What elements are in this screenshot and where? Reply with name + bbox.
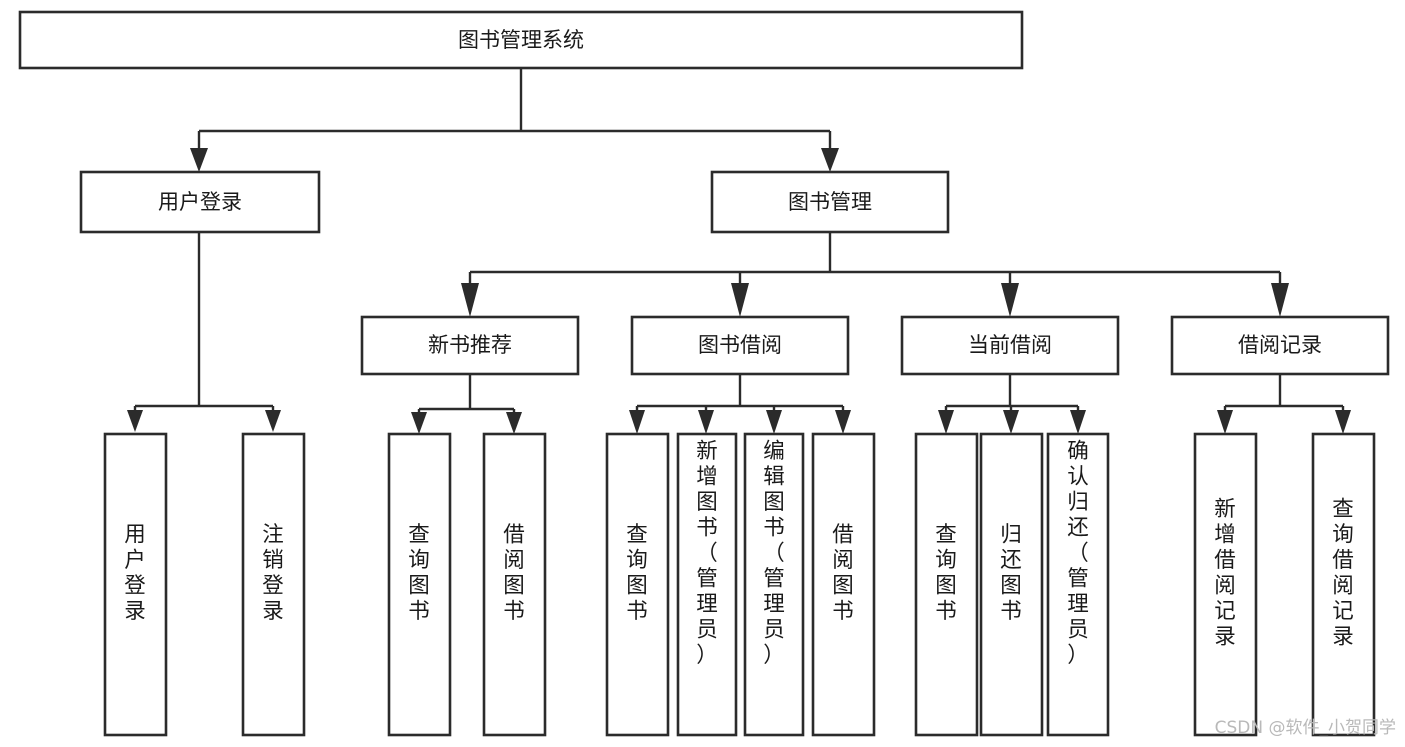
arrow-head-leaf-add-record: [1217, 410, 1233, 434]
node-leaf-logout[interactable]: 注销登录: [241, 432, 306, 737]
node-book-manage-label: 图书管理: [788, 190, 872, 214]
node-leaf-borrow-book-2[interactable]: 借阅图书: [811, 432, 876, 737]
node-leaf-query-book-2-box[interactable]: [605, 432, 670, 737]
node-leaf-user-login-label: 用户登录: [124, 523, 146, 625]
arrow-head-book-manage: [821, 148, 839, 172]
arrow-head-leaf-borrow-book-2: [835, 410, 851, 434]
node-leaf-query-book-1[interactable]: 查询图书: [387, 432, 452, 737]
node-leaf-confirm-return-label: 确认归还（管理员）: [1067, 439, 1089, 668]
node-leaf-confirm-return-box[interactable]: [1046, 432, 1110, 737]
arrow-head-leaf-query-record: [1335, 410, 1351, 434]
node-leaf-query-record-label: 查询借阅记录: [1332, 497, 1354, 650]
node-borrow-record-box[interactable]: [1170, 315, 1390, 376]
node-leaf-query-book-3[interactable]: 查询图书: [914, 432, 979, 737]
node-current-borrow-box[interactable]: [900, 315, 1120, 376]
node-leaf-edit-book-label: 编辑图书（管理员）: [763, 439, 785, 668]
node-leaf-add-book-box[interactable]: [676, 432, 738, 737]
node-leaf-query-book-3-box[interactable]: [914, 432, 979, 737]
node-leaf-add-record-label: 新增借阅记录: [1214, 497, 1236, 650]
node-book-manage-box[interactable]: [710, 170, 950, 234]
node-borrow-record-label: 借阅记录: [1238, 333, 1322, 357]
node-new-book-recommend-box[interactable]: [360, 315, 580, 376]
node-leaf-query-record[interactable]: 查询借阅记录: [1311, 432, 1376, 737]
csdn-watermark: CSDN @软件_小贺同学: [1215, 718, 1396, 738]
connector-layer: [127, 68, 1351, 434]
arrow-head-leaf-confirm-return: [1070, 410, 1086, 434]
node-user-login-box[interactable]: [79, 170, 321, 234]
arrow-head-leaf-user-login: [127, 410, 143, 432]
node-leaf-add-book[interactable]: 新增图书（管理员）: [676, 432, 738, 737]
node-leaf-edit-book[interactable]: 编辑图书（管理员）: [743, 432, 805, 737]
node-leaf-borrow-book-1-label: 借阅图书: [503, 523, 525, 625]
arrow-head-leaf-return-book: [1003, 410, 1019, 434]
node-leaf-logout-box[interactable]: [241, 432, 306, 737]
node-current-borrow[interactable]: 当前借阅: [900, 315, 1120, 376]
node-book-borrow[interactable]: 图书借阅: [630, 315, 850, 376]
arrow-head-leaf-borrow-book-1: [506, 412, 522, 434]
node-leaf-query-book-2[interactable]: 查询图书: [605, 432, 670, 737]
node-new-book-recommend-label: 新书推荐: [428, 333, 512, 357]
arrow-head-book-borrow: [731, 283, 749, 317]
node-leaf-edit-book-box[interactable]: [743, 432, 805, 737]
node-root-label: 图书管理系统: [458, 28, 584, 52]
node-leaf-confirm-return[interactable]: 确认归还（管理员）: [1046, 432, 1110, 737]
node-book-borrow-box[interactable]: [630, 315, 850, 376]
node-current-borrow-label: 当前借阅: [968, 333, 1052, 357]
node-leaf-add-record-box[interactable]: [1193, 432, 1258, 737]
node-leaf-query-book-3-label: 查询图书: [935, 523, 957, 625]
node-leaf-return-book[interactable]: 归还图书: [979, 432, 1044, 737]
node-leaf-query-book-1-label: 查询图书: [408, 523, 430, 625]
node-leaf-add-record[interactable]: 新增借阅记录: [1193, 432, 1258, 737]
node-borrow-record[interactable]: 借阅记录: [1170, 315, 1390, 376]
node-leaf-user-login-box[interactable]: [103, 432, 168, 737]
arrow-head-borrow-record: [1271, 283, 1289, 317]
node-leaf-borrow-book-2-box[interactable]: [811, 432, 876, 737]
node-leaf-logout-label: 注销登录: [262, 523, 284, 625]
node-leaf-query-record-box[interactable]: [1311, 432, 1376, 737]
arrow-head-new-book-recommend: [461, 283, 479, 317]
arrow-head-leaf-logout: [265, 410, 281, 432]
node-leaf-query-book-2-label: 查询图书: [626, 523, 648, 625]
node-leaf-return-book-box[interactable]: [979, 432, 1044, 737]
node-leaf-borrow-book-1[interactable]: 借阅图书: [482, 432, 547, 737]
arrow-head-leaf-edit-book: [766, 410, 782, 434]
node-user-login-label: 用户登录: [158, 190, 242, 214]
node-root-box[interactable]: [18, 10, 1024, 70]
arrow-head-leaf-query-book-3: [938, 410, 954, 434]
arrow-head-leaf-query-book-2: [629, 410, 645, 434]
node-book-borrow-label: 图书借阅: [698, 333, 782, 357]
node-leaf-return-book-label: 归还图书: [1000, 523, 1022, 625]
node-user-login[interactable]: 用户登录: [79, 170, 321, 234]
node-book-manage[interactable]: 图书管理: [710, 170, 950, 234]
node-leaf-add-book-label: 新增图书（管理员）: [696, 439, 718, 668]
node-new-book-recommend[interactable]: 新书推荐: [360, 315, 580, 376]
arrow-head-leaf-add-book: [698, 410, 714, 434]
arrow-head-current-borrow: [1001, 283, 1019, 317]
node-leaf-user-login[interactable]: 用户登录: [103, 432, 168, 737]
arrow-head-user-login: [190, 148, 208, 172]
node-leaf-query-book-1-box[interactable]: [387, 432, 452, 737]
node-root[interactable]: 图书管理系统: [18, 10, 1024, 70]
arrow-head-leaf-query-book-1: [411, 412, 427, 434]
node-leaf-borrow-book-1-box[interactable]: [482, 432, 547, 737]
node-leaf-borrow-book-2-label: 借阅图书: [832, 523, 854, 625]
